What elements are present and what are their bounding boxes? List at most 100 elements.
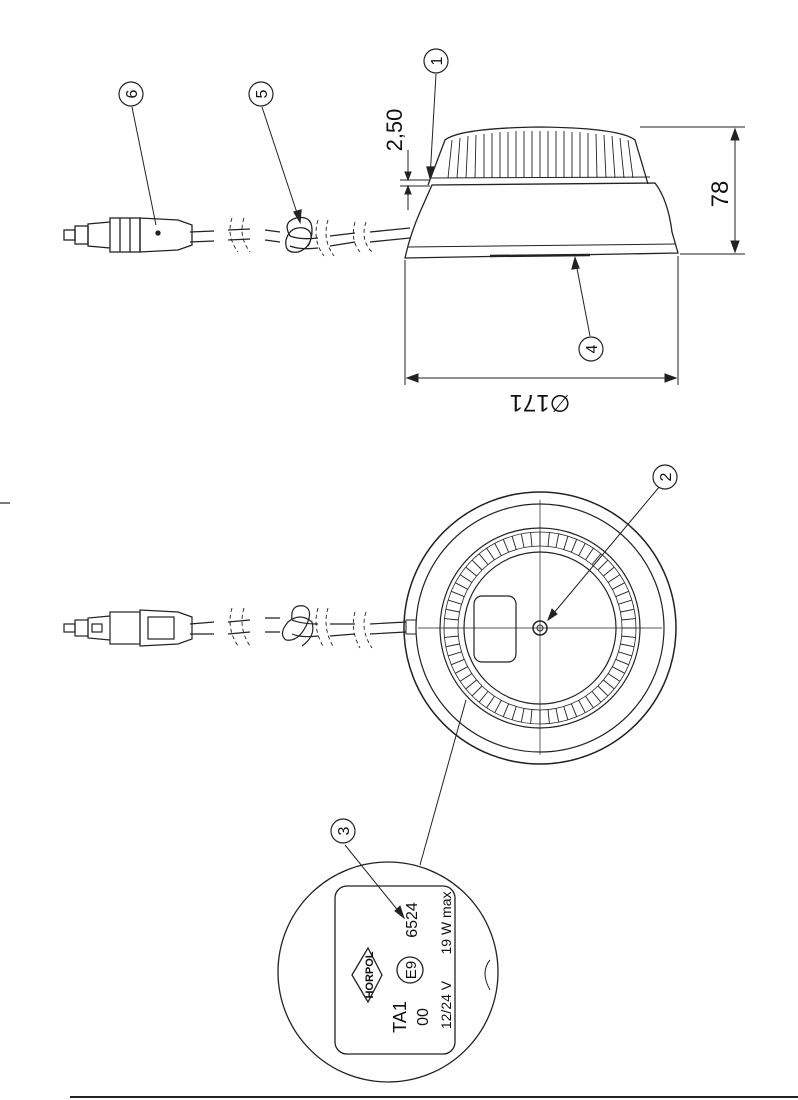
callout-5: 5	[248, 81, 274, 107]
callout-6: 6	[118, 81, 144, 107]
lens-rib	[530, 709, 533, 724]
lens-rib	[502, 539, 510, 553]
outer-rim	[403, 491, 677, 765]
lens-rib	[597, 559, 609, 571]
lens-rib	[494, 543, 502, 556]
lens-rib	[621, 635, 636, 638]
dim-gap-label: 2,50	[382, 109, 407, 152]
lens-rib	[502, 703, 510, 717]
svg-text:5: 5	[254, 89, 271, 98]
lens-rib	[445, 608, 460, 613]
lens-rib	[615, 658, 629, 666]
lens-rib	[455, 666, 468, 674]
dim-gap	[400, 150, 430, 210]
lens-rib	[471, 685, 483, 697]
label-plate	[334, 885, 456, 1055]
lens-rib	[547, 709, 550, 724]
lens-rib	[444, 635, 459, 638]
lens-rib	[486, 695, 495, 709]
lens-rib	[451, 658, 465, 666]
horpol-logo	[351, 946, 383, 1004]
lens-rib	[451, 590, 465, 598]
detail-circle	[277, 861, 499, 1083]
cigarette-plug	[63, 217, 193, 253]
lens-rib	[555, 708, 560, 723]
lens-rib	[612, 582, 625, 590]
label-approval-number: 6524	[404, 902, 421, 938]
lens-rib	[591, 553, 602, 565]
magnet-foot	[489, 253, 591, 258]
lens-rib	[603, 679, 615, 690]
top-cable-coil	[281, 605, 314, 647]
lens-rib	[621, 618, 636, 621]
callout-1: 1	[423, 48, 449, 74]
lens-rib	[618, 599, 633, 605]
center-screw	[532, 620, 548, 636]
lens-rib	[563, 535, 569, 550]
cable-coil	[285, 216, 313, 253]
svg-text:6: 6	[124, 89, 141, 98]
lens-rib	[478, 553, 489, 565]
label-code: 00	[415, 1008, 432, 1026]
lens-rib	[618, 651, 633, 657]
lens-rib	[530, 532, 533, 547]
lens-rib	[615, 590, 629, 598]
svg-text:1: 1	[429, 56, 446, 65]
svg-text:2: 2	[658, 472, 675, 481]
lens-rib	[486, 547, 495, 561]
lens-rib	[578, 700, 586, 713]
label-brand: HORPOL	[364, 951, 376, 998]
lens-rib	[447, 651, 462, 657]
lens-rib	[585, 547, 594, 561]
lens-rib	[620, 643, 635, 648]
dim-height-label: 78	[707, 181, 734, 208]
small-label-plate	[473, 595, 517, 663]
lens-rib	[520, 533, 525, 548]
callout-2: 2	[652, 464, 678, 490]
lens-rib	[585, 695, 594, 709]
lens-rib	[612, 666, 625, 674]
lens-rib	[445, 643, 460, 648]
lens-rib	[465, 566, 477, 577]
lens-rib	[511, 535, 517, 550]
label-power: 19 W max	[438, 891, 454, 954]
callout-3: 3	[330, 818, 356, 844]
lens-rib	[459, 574, 473, 583]
side-view	[63, 73, 745, 385]
lens-rib	[563, 706, 569, 721]
svg-text:4: 4	[584, 344, 601, 353]
lens-rib	[447, 599, 462, 605]
lamp-dome	[427, 126, 649, 186]
dim-height	[640, 126, 745, 255]
lens-rib	[478, 691, 489, 703]
lens-rib	[607, 673, 621, 682]
lens-rib	[444, 618, 459, 621]
label-voltage: 12/24 V	[438, 980, 454, 1029]
lens-rib	[555, 533, 560, 548]
dome-ribs	[447, 131, 634, 179]
lens-rib	[607, 574, 621, 583]
lens-rib	[520, 708, 525, 723]
lens-rib	[547, 532, 550, 547]
lens-rib	[465, 679, 477, 690]
callout-4: 4	[578, 336, 604, 362]
lens-rib	[511, 706, 517, 721]
lens-rib	[597, 685, 609, 697]
dim-diameter-label: ∅171	[510, 389, 571, 416]
top-cigarette-plug	[63, 609, 193, 647]
lens-rib	[578, 543, 586, 556]
lens-rib	[459, 673, 473, 682]
lamp-base	[404, 182, 679, 259]
lens-rib	[471, 559, 483, 571]
lens-rib	[494, 700, 502, 713]
label-model: TA1	[390, 1001, 410, 1033]
lens-rib	[570, 539, 578, 553]
side-cable	[189, 227, 411, 240]
lens-rib	[603, 566, 615, 577]
detail-view	[277, 844, 499, 1083]
label-e-mark: E9	[403, 961, 420, 979]
lens-rib	[570, 703, 578, 717]
e-mark-circle	[396, 956, 424, 984]
top-view	[63, 485, 677, 866]
